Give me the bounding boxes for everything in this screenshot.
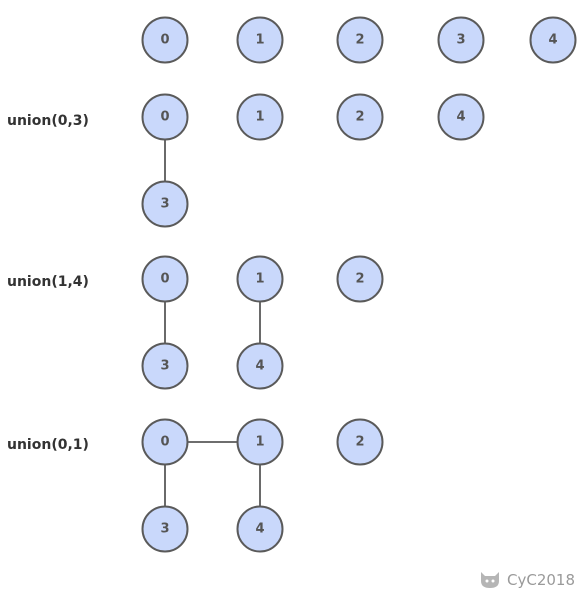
edges-layer <box>164 117 261 529</box>
node-step2-2: 2 <box>336 255 384 303</box>
watermark-text: CyC2018 <box>507 571 575 589</box>
node-circle <box>236 255 284 303</box>
node-circle <box>336 93 384 141</box>
node-step3-4: 4 <box>236 505 284 553</box>
nodes-layer: 0 1 2 3 4 0 1 2 4 3 0 1 2 3 4 0 1 2 3 4 <box>141 16 577 553</box>
node-label: 4 <box>255 522 264 537</box>
node-circle <box>141 93 189 141</box>
node-label: 4 <box>548 33 557 48</box>
node-circle <box>236 505 284 553</box>
node-label: 1 <box>255 33 264 48</box>
node-step1-3: 3 <box>141 180 189 228</box>
node-circle <box>437 93 485 141</box>
node-circle <box>236 93 284 141</box>
node-step0-0: 0 <box>141 16 189 64</box>
node-label: 0 <box>160 272 169 287</box>
node-step2-4: 4 <box>236 342 284 390</box>
node-label: 1 <box>255 272 264 287</box>
step-label-union-1-4: union(1,4) <box>7 274 89 290</box>
node-circle <box>336 16 384 64</box>
node-circle <box>236 418 284 466</box>
node-label: 4 <box>456 110 465 125</box>
node-circle <box>141 342 189 390</box>
node-label: 3 <box>160 359 169 374</box>
node-label: 0 <box>160 110 169 125</box>
node-label: 2 <box>355 435 364 450</box>
node-step1-4: 4 <box>437 93 485 141</box>
watermark: CyC2018 <box>478 570 575 590</box>
node-step0-4: 4 <box>529 16 577 64</box>
node-label: 1 <box>255 110 264 125</box>
node-step3-3: 3 <box>141 505 189 553</box>
node-circle <box>141 505 189 553</box>
node-step2-0: 0 <box>141 255 189 303</box>
node-step1-0: 0 <box>141 93 189 141</box>
node-label: 3 <box>160 197 169 212</box>
node-step3-0: 0 <box>141 418 189 466</box>
node-circle <box>141 255 189 303</box>
step-label-union-0-3: union(0,3) <box>7 113 89 129</box>
node-step1-2: 2 <box>336 93 384 141</box>
node-step2-3: 3 <box>141 342 189 390</box>
node-step3-2: 2 <box>336 418 384 466</box>
node-label: 3 <box>160 522 169 537</box>
node-label: 3 <box>456 33 465 48</box>
node-label: 0 <box>160 33 169 48</box>
node-label: 1 <box>255 435 264 450</box>
node-label: 0 <box>160 435 169 450</box>
node-label: 2 <box>355 33 364 48</box>
node-circle <box>529 16 577 64</box>
node-circle <box>236 342 284 390</box>
step-label-union-0-1: union(0,1) <box>7 437 89 453</box>
node-circle <box>236 16 284 64</box>
node-label: 2 <box>355 110 364 125</box>
node-step0-1: 1 <box>236 16 284 64</box>
node-step2-1: 1 <box>236 255 284 303</box>
node-circle <box>141 418 189 466</box>
node-step1-1: 1 <box>236 93 284 141</box>
node-circle <box>336 418 384 466</box>
node-circle <box>141 180 189 228</box>
node-circle <box>336 255 384 303</box>
node-circle <box>437 16 485 64</box>
node-label: 4 <box>255 359 264 374</box>
node-step0-3: 3 <box>437 16 485 64</box>
node-step3-1: 1 <box>236 418 284 466</box>
node-circle <box>141 16 189 64</box>
node-step0-2: 2 <box>336 16 384 64</box>
node-label: 2 <box>355 272 364 287</box>
github-octocat-icon <box>478 570 502 590</box>
